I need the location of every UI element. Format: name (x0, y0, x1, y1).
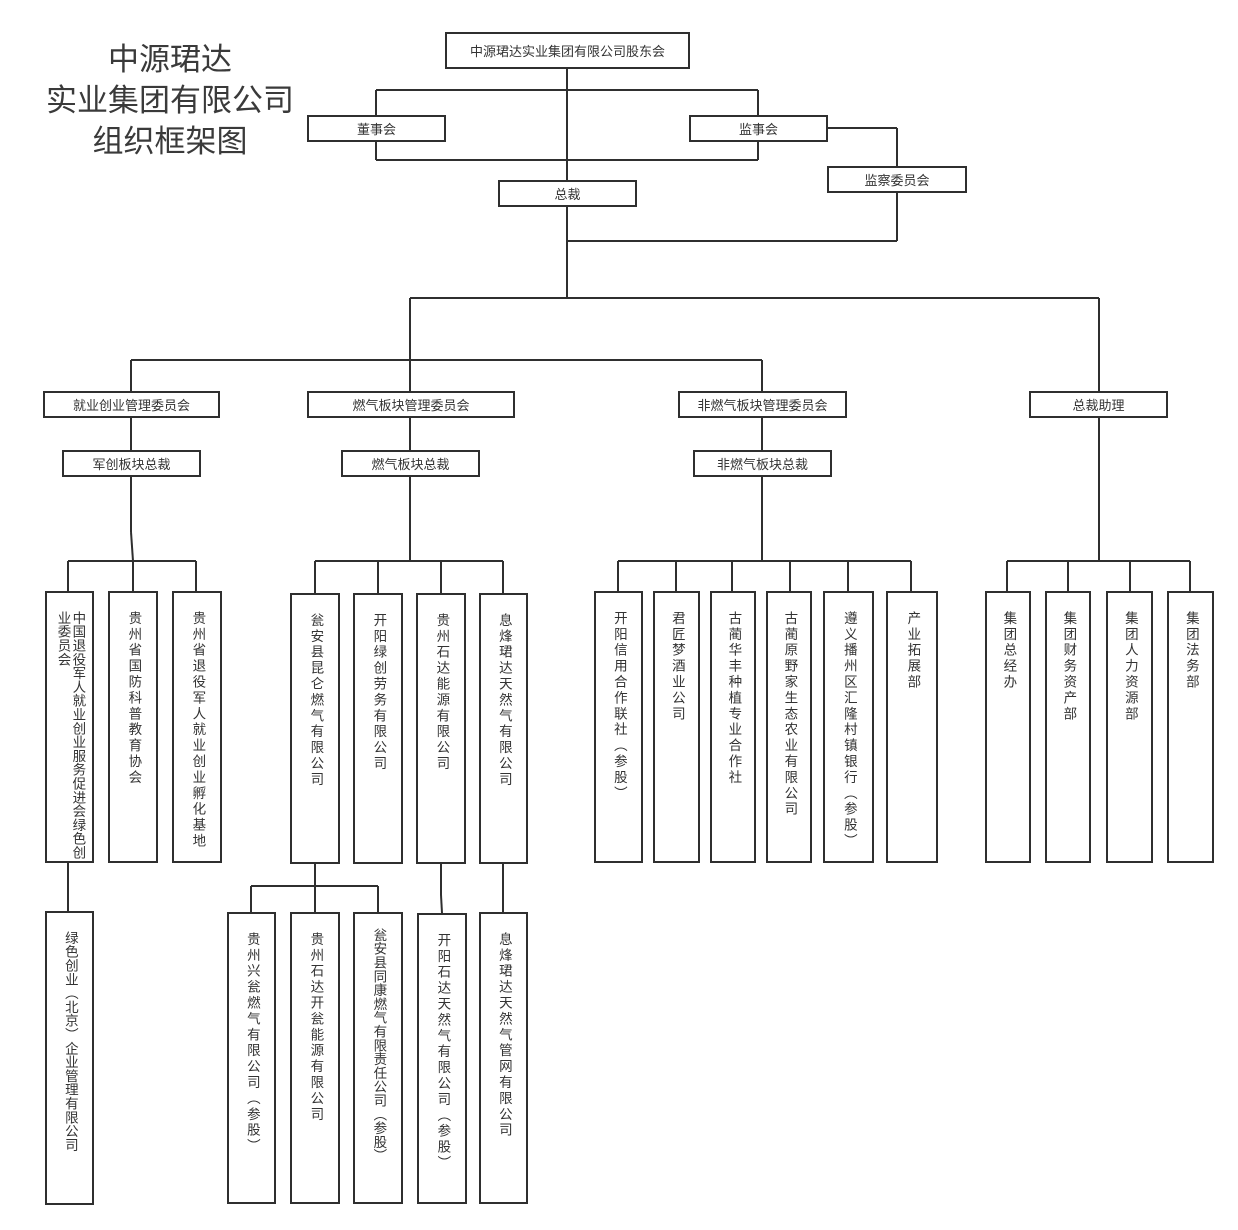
node-supervisory-board: 监事会 (689, 115, 828, 142)
node-label: 古蔺华丰种植专业合作社 (725, 611, 742, 786)
node-label: 贵州石达能源有限公司 (433, 613, 450, 772)
node-label: 产业拓展部 (904, 611, 921, 691)
node-president-assistant: 总裁助理 (1029, 391, 1168, 418)
node-label: 古蔺原野家生态农业有限公司 (781, 611, 798, 818)
node-label: 贵州石达开瓮能源有限公司 (307, 932, 324, 1123)
node-label: 开阳绿创劳务有限公司 (370, 613, 387, 772)
node-label: 贵州省退役军人就业创业孵化基地 (189, 611, 206, 850)
node-gas-subsidiary: 贵州石达开瓮能源有限公司 (290, 912, 340, 1204)
node-gas-subsidiary: 贵州兴瓮燃气有限公司（参股） (227, 912, 276, 1204)
node-president: 总裁 (498, 180, 637, 207)
node-gas-committee: 燃气板块管理委员会 (307, 391, 515, 418)
title-line-1: 中源珺达 (108, 42, 232, 78)
node-label: 贵州省国防科普教育协会 (125, 611, 142, 786)
node-label: 集团总经办 (1000, 611, 1017, 691)
node-label: 遵义播州区汇隆村镇银行（参股） (840, 611, 857, 850)
node-label: 开阳石达天然气有限公司（参股） (434, 933, 451, 1172)
node-employment-unit: 贵州省国防科普教育协会 (108, 591, 158, 863)
node-label: 集团财务资产部 (1060, 611, 1077, 723)
node-label: 开阳信用合作联社（参股） (610, 611, 627, 802)
node-assistant-unit: 集团财务资产部 (1045, 591, 1091, 863)
node-employment-subsidiary: 绿色创业（北京）企业管理有限公司 (45, 911, 94, 1205)
node-gas-subsidiary: 息烽珺达天然气管网有限公司 (479, 912, 528, 1204)
node-gas-unit: 开阳绿创劳务有限公司 (353, 593, 403, 864)
node-label: 贵州兴瓮燃气有限公司（参股） (243, 932, 260, 1155)
node-non-gas-unit: 产业拓展部 (886, 591, 938, 863)
node-label: 瓮安县昆仑燃气有限公司 (307, 613, 324, 788)
node-board: 董事会 (307, 115, 446, 142)
node-military-president: 军创板块总裁 (62, 450, 201, 477)
node-label: 瓮安县同康燃气有限责任公司（参股） (370, 928, 387, 1163)
node-employment-unit: 贵州省退役军人就业创业孵化基地 (172, 591, 222, 863)
node-gas-subsidiary: 开阳石达天然气有限公司（参股） (417, 913, 467, 1204)
node-supervision-committee: 监察委员会 (827, 166, 967, 193)
node-gas-subsidiary: 瓮安县同康燃气有限责任公司（参股） (353, 912, 403, 1204)
node-non-gas-unit: 遵义播州区汇隆村镇银行（参股） (823, 591, 874, 863)
node-label: 集团法务部 (1182, 611, 1199, 691)
node-label: 绿色创业（北京）企业管理有限公司 (61, 931, 78, 1152)
node-non-gas-unit: 君匠梦酒业公司 (653, 591, 700, 863)
node-employment-committee: 就业创业管理委员会 (43, 391, 220, 418)
node-assistant-unit: 集团法务部 (1167, 591, 1214, 863)
node-non-gas-unit: 开阳信用合作联社（参股） (594, 591, 643, 863)
node-non-gas-unit: 古蔺华丰种植专业合作社 (710, 591, 756, 863)
node-shareholders: 中源珺达实业集团有限公司股东会 (445, 32, 690, 69)
node-employment-unit: 中国退役军人就业创业服务促进会绿色创业委员会 (45, 591, 94, 863)
node-gas-unit: 息烽珺达天然气有限公司 (479, 593, 528, 864)
node-gas-unit: 瓮安县昆仑燃气有限公司 (290, 593, 340, 864)
chart-title: 中源珺达 实业集团有限公司 组织框架图 (20, 40, 320, 163)
node-assistant-unit: 集团总经办 (985, 591, 1031, 863)
node-gas-unit: 贵州石达能源有限公司 (416, 593, 466, 864)
node-label: 集团人力资源部 (1121, 611, 1138, 723)
node-label: 君匠梦酒业公司 (668, 611, 685, 723)
node-label: 息烽珺达天然气管网有限公司 (495, 932, 512, 1139)
node-non-gas-unit: 古蔺原野家生态农业有限公司 (766, 591, 812, 863)
node-gas-president: 燃气板块总裁 (341, 450, 480, 477)
title-line-2: 实业集团有限公司 (46, 83, 294, 119)
node-label: 中国退役军人就业创业服务促进会绿色创业委员会 (54, 611, 86, 860)
node-label: 息烽珺达天然气有限公司 (495, 613, 512, 788)
node-assistant-unit: 集团人力资源部 (1106, 591, 1153, 863)
node-non-gas-committee: 非燃气板块管理委员会 (678, 391, 847, 418)
node-non-gas-president: 非燃气板块总裁 (693, 450, 832, 477)
title-line-3: 组织框架图 (92, 124, 248, 160)
